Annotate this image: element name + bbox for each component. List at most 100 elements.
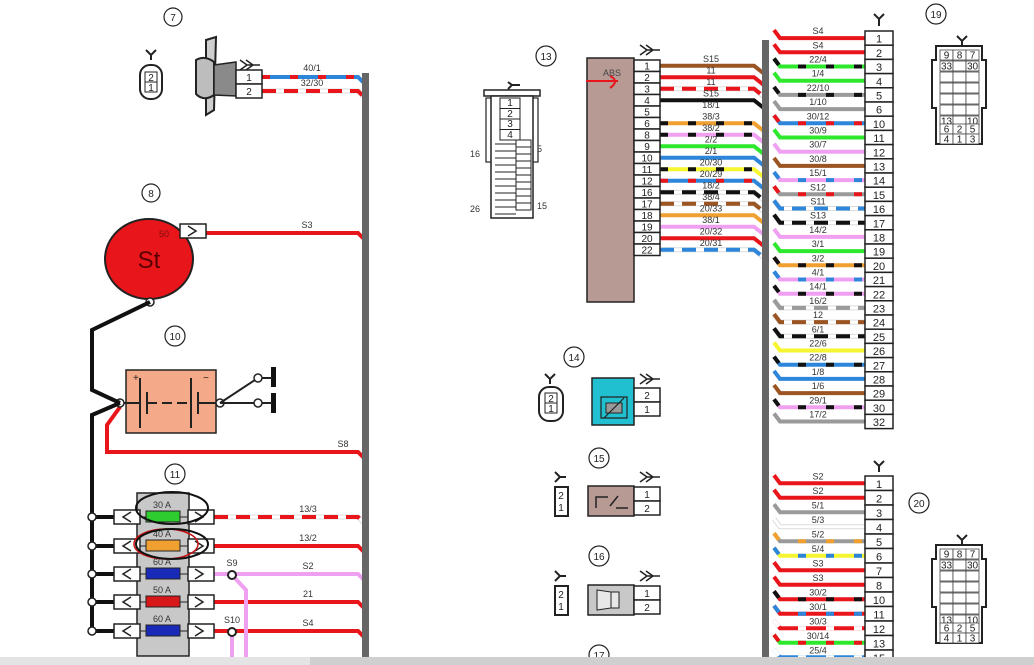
connector-wire [772,99,865,112]
cavity [952,71,967,83]
svg-text:2: 2 [246,87,252,98]
connector-wire [772,312,865,325]
wire-stripe [772,648,865,660]
node-icon [87,626,97,636]
connector-arrow-icon [639,44,660,56]
fan-motor-icon [195,35,237,117]
connector-pin-number: 7 [876,566,882,578]
wire-core [214,600,366,610]
cavity [952,60,967,72]
connector-pin-number: 28 [873,375,885,387]
wire-stripe [772,532,865,544]
wire-stripe [772,57,865,69]
cavity-number: 8 [957,51,963,62]
cavity [939,93,954,105]
abs-wire [660,167,766,179]
fuse-terminal-right [187,623,215,639]
wire-core [772,488,865,500]
abs-wire [660,189,766,203]
wire-label: 1/4 [812,69,825,79]
node-icon [87,597,97,607]
svg-text:10: 10 [169,332,181,343]
wire-label: 20/33 [700,203,723,213]
wire-core [772,227,865,239]
wire-label: 30/2 [809,587,827,597]
abs-label: ABS [603,68,621,78]
wire-core [772,241,865,254]
cavity-number: 7 [970,550,976,561]
component-7: 7 2 1 1 2 [139,7,263,117]
abs-pin-number: 16 [641,188,653,199]
wire-core [772,99,865,112]
wire-label: 38/4 [702,192,720,202]
connector-wire [772,284,865,296]
wire-core [660,75,766,87]
cavity [952,581,967,593]
cavity-number: 5 [970,624,976,635]
connector-pin-number: 8 [876,581,882,593]
abs-pin-number: 10 [641,154,653,165]
switch-icon [587,485,635,517]
svg-text:16: 16 [593,552,605,563]
svg-text:1: 1 [148,83,154,94]
cavity [939,581,954,593]
abs-pin-number: 3 [644,85,650,96]
cavity [939,570,954,582]
bottom-scrollbar-track[interactable] [0,657,310,665]
component-14-sensor: 14 2 1 2 1 [538,346,661,426]
connector-wire [772,213,865,226]
wire-s9-branch [230,573,248,665]
cavity [965,93,980,105]
wire-label: S2 [302,561,313,571]
wire-core [206,231,366,241]
connector-wire [772,590,865,602]
terminal-chevron-icon [121,596,132,608]
connector-pin-number: 6 [876,105,882,117]
svg-text:1: 1 [558,503,564,514]
svg-text:11: 11 [170,470,181,481]
cavity [939,104,954,116]
connector-pin-number: 17 [873,218,885,230]
wire-s8 [105,405,366,460]
connector-wire [772,142,865,154]
wire-core [214,544,366,554]
svg-text:1: 1 [644,589,650,600]
svg-text:2: 2 [644,391,650,402]
wire-label: 30/8 [809,154,827,164]
connector-wire [772,241,865,254]
svg-text:13: 13 [540,52,552,63]
cavity-number: 2 [957,624,963,635]
component-15-switch: 15 2 1 1 2 [554,447,661,517]
wire-label: 30/7 [809,140,827,150]
bottom-scrollbar-thumb[interactable] [310,657,1034,665]
fuse-terminal-right [187,566,215,582]
cavity [965,49,980,61]
wire-stripe [772,199,865,211]
connector-wire [772,604,865,616]
cavity [952,104,967,116]
wire-21 [214,600,366,610]
fuse-row: 60 A [87,557,215,582]
connector-wire [772,199,865,211]
annotation-circle-icon [135,528,209,560]
cavity-number: 3 [970,634,976,645]
connector-arrow-icon [639,471,660,483]
wire-stripe [772,85,865,97]
cavity-number: 6 [944,125,950,136]
wire-label: 12 [813,310,823,320]
wire-label: 30/9 [809,126,827,136]
terminal-chevron-icon [121,540,132,552]
cavity [939,603,954,615]
wire-core [105,405,366,460]
wire-label: 20/32 [700,226,723,236]
wire-label: 11 [706,65,715,75]
svg-text:−: − [203,373,209,384]
connector-wire [772,633,865,645]
wire-stripe [660,121,766,133]
connector-wire [772,619,865,631]
wire-13-3 [214,514,366,525]
component-13-abs: 13 1 2 3 4 16 5 26 15 ABS [470,44,661,303]
wire-stripe [214,515,366,525]
